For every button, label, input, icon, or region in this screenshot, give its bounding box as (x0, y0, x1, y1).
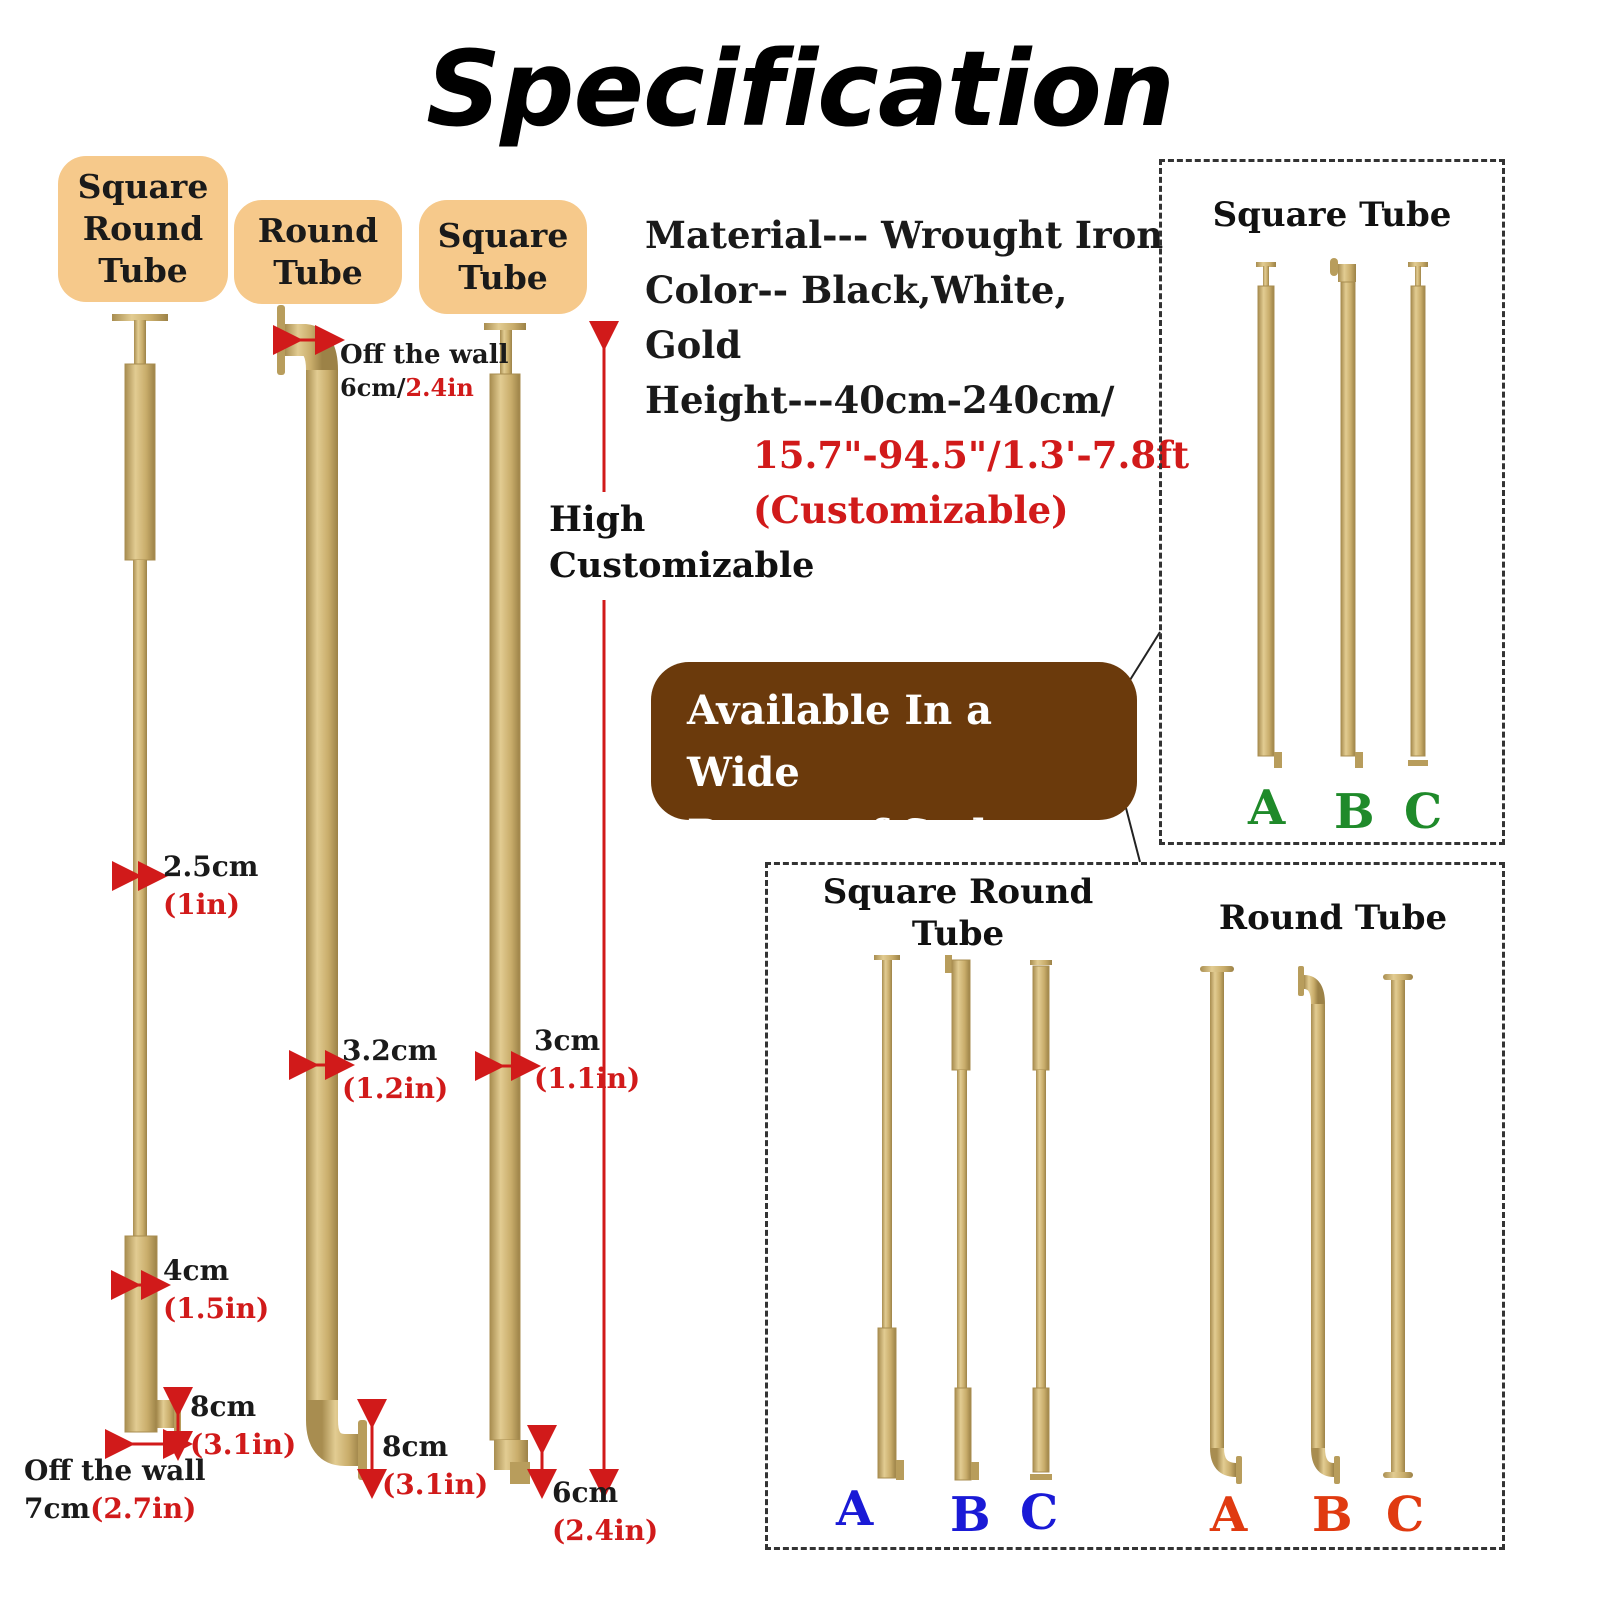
dimension-arrows (105, 321, 619, 1499)
sr-base-in: (1.5in) (163, 1292, 270, 1325)
sr-width-in: (1in) (163, 888, 240, 921)
round-foot-cm: 8cm (382, 1430, 449, 1463)
sr-foot-in: (3.1in) (190, 1428, 297, 1461)
round-styles-panel: Square Round Tube Round Tube A B C A B C (765, 862, 1505, 1550)
panel-title-line: Tube (911, 914, 1005, 954)
sr-width-cm: 2.5cm (163, 850, 259, 883)
spec-material: Material--- Wrought Iron (645, 213, 1164, 257)
square-foot-in: (2.4in) (552, 1514, 659, 1547)
spec-customizable: (Customizable) (753, 488, 1069, 532)
badge-square-tube: Square Tube (419, 200, 587, 314)
high-line: High (549, 499, 646, 540)
style-letter-a: A (1248, 780, 1286, 836)
badge-line: Round (257, 211, 379, 250)
style-letter-c: C (1404, 784, 1443, 840)
badge-round-tube: Round Tube (234, 200, 402, 304)
styles-callout-line: Available In a Wide (687, 687, 993, 796)
badge-line: Tube (98, 251, 188, 290)
badge-line: Round (82, 209, 204, 248)
style-letter-a: A (1210, 1487, 1248, 1543)
styles-callout: Available In a Wide Range of Styles (651, 662, 1137, 858)
round-tube-rail (277, 305, 367, 1480)
round-off-wall-in: 2.4in (405, 373, 474, 402)
style-letter-b: B (1334, 784, 1375, 840)
square-foot-label: 6cm (2.4in) (552, 1474, 658, 1550)
square-foot-cm: 6cm (552, 1476, 619, 1509)
round-foot-in: (3.1in) (382, 1468, 489, 1501)
sr-base-cm: 4cm (163, 1254, 230, 1287)
square-round-tube-rail (112, 314, 181, 1438)
panel-title-line: Square Round (822, 872, 1094, 912)
round-off-wall-label: Off the wall 6cm/2.4in (340, 338, 509, 404)
square-width-cm: 3cm (534, 1024, 601, 1057)
square-round-tube-panel-title: Square Round Tube (788, 871, 1128, 955)
round-tube-styles (1200, 966, 1413, 1484)
sr-foot-label: 8cm (3.1in) (190, 1388, 296, 1464)
high-customizable-label: High Customizable (549, 497, 814, 589)
square-round-tube-styles (874, 955, 1052, 1481)
sr-base-label: 4cm (1.5in) (163, 1252, 269, 1328)
style-letter-b: B (1312, 1487, 1353, 1543)
sr-foot-cm: 8cm (190, 1390, 257, 1423)
square-tube-styles (1256, 258, 1428, 768)
square-tube-rail (484, 323, 530, 1484)
round-off-wall-text: Off the wall (340, 340, 509, 370)
round-foot-label: 8cm (3.1in) (382, 1428, 488, 1504)
round-off-wall-cm: 6cm/ (340, 373, 406, 402)
sr-width-label: 2.5cm (1in) (163, 848, 258, 924)
square-tube-panel: Square Tube A B C (1159, 159, 1505, 845)
badge-square-round-tube: Square Round Tube (58, 156, 228, 302)
square-width-in: (1.1in) (534, 1062, 641, 1095)
round-width-label: 3.2cm (1.2in) (342, 1032, 448, 1108)
round-width-in: (1.2in) (342, 1072, 449, 1105)
spec-color: Color-- Black,White, Gold (645, 268, 1068, 367)
spec-height-imperial: 15.7"-94.5"/1.3'-7.8ft (753, 433, 1190, 477)
style-letter-c: C (1020, 1485, 1059, 1541)
high-line: Customizable (549, 545, 815, 586)
badge-line: Tube (273, 253, 363, 292)
sr-off-wall-label: Off the wall 7cm(2.7in) (24, 1452, 206, 1528)
specs-block: Material--- Wrought Iron Color-- Black,W… (645, 208, 1190, 538)
square-tube-panel-title: Square Tube (1212, 195, 1452, 235)
sr-off-wall-cm: 7cm (24, 1492, 91, 1525)
badge-line: Square (77, 167, 209, 206)
style-letter-c: C (1386, 1487, 1425, 1543)
sr-off-wall-in: (2.7in) (90, 1492, 197, 1525)
round-tube-panel-title: Round Tube (1218, 898, 1448, 938)
sr-off-wall-text: Off the wall (24, 1454, 206, 1487)
badge-line: Square (437, 216, 569, 255)
style-letter-a: A (836, 1481, 874, 1537)
spec-height: Height---40cm-240cm/ (645, 378, 1115, 422)
styles-callout-line: Range of Styles (687, 811, 1036, 858)
style-letter-b: B (950, 1487, 991, 1543)
page-title: Specification (426, 28, 1175, 150)
round-width-cm: 3.2cm (342, 1034, 438, 1067)
square-width-label: 3cm (1.1in) (534, 1022, 640, 1098)
badge-line: Tube (458, 258, 548, 297)
